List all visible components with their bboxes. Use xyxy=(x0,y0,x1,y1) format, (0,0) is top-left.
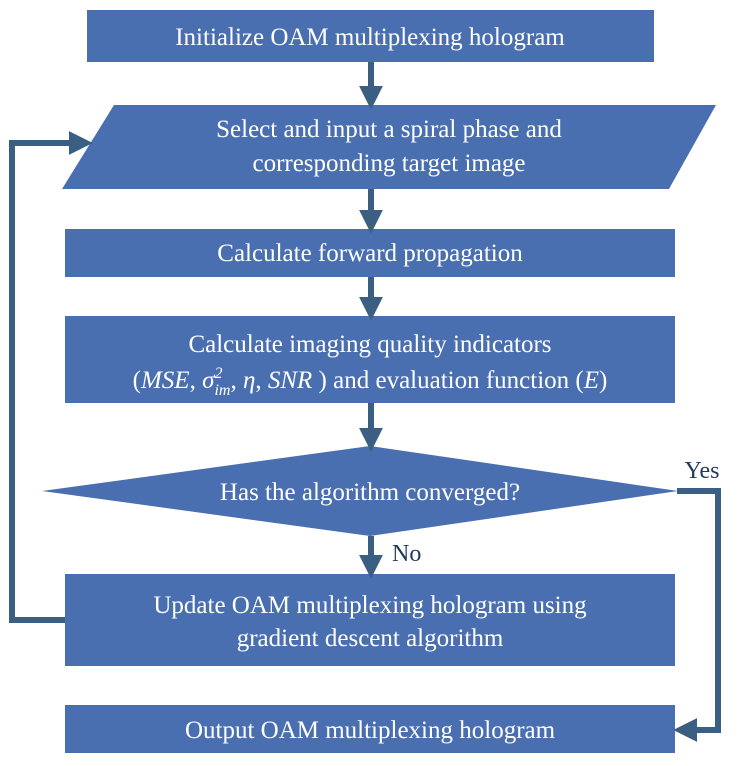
node-label: Output OAM multiplexing hologram xyxy=(185,717,556,744)
process-box xyxy=(65,316,675,403)
node-forward-propagation: Calculate forward propagation xyxy=(65,229,675,277)
text-segment: ) and evaluation function ( xyxy=(312,367,583,394)
node-initialize: Initialize OAM multiplexing hologram xyxy=(87,10,654,62)
input-parallelogram xyxy=(62,105,716,189)
node-label-line1: Update OAM multiplexing hologram using xyxy=(153,592,587,619)
node-label-line2: corresponding target image xyxy=(252,150,525,177)
process-box xyxy=(65,229,675,277)
node-label-line1: Calculate imaging quality indicators xyxy=(188,331,551,358)
node-label-line1: Select and input a spiral phase and xyxy=(216,116,562,143)
mse-symbol: MSE xyxy=(140,367,190,394)
sigma-superscript: 2 xyxy=(214,365,222,382)
separator: , xyxy=(190,367,203,394)
open-paren: ( xyxy=(133,367,141,394)
terminal-box xyxy=(65,705,675,753)
eta-symbol: η xyxy=(243,367,255,394)
node-label: Calculate forward propagation xyxy=(217,240,523,267)
snr-symbol: SNR xyxy=(268,367,312,394)
node-label: Initialize OAM multiplexing hologram xyxy=(175,24,565,51)
decision-label: Has the algorithm converged? xyxy=(220,479,520,506)
separator: , xyxy=(230,367,243,394)
decision-diamond xyxy=(42,446,678,536)
e-symbol: E xyxy=(583,367,599,394)
arrow-loop-back-to-select xyxy=(9,131,93,623)
no-label: No xyxy=(392,541,421,567)
separator: , xyxy=(255,367,268,394)
process-box xyxy=(87,10,654,62)
process-box xyxy=(65,574,675,666)
sigma-subscript: im xyxy=(214,382,230,399)
node-update: Update OAM multiplexing hologram using g… xyxy=(65,574,675,666)
node-label-line2: gradient descent algorithm xyxy=(237,625,504,652)
close-paren: ) xyxy=(599,367,607,394)
node-select-input: Select and input a spiral phase and corr… xyxy=(62,105,716,189)
node-decision: Has the algorithm converged? xyxy=(42,446,678,536)
arrow-yes-to-output xyxy=(673,488,721,742)
node-output: Output OAM multiplexing hologram xyxy=(65,705,675,753)
sigma-symbol: σ xyxy=(202,367,216,394)
node-quality-indicators: Calculate imaging quality indicators (MS… xyxy=(65,316,675,403)
yes-label: Yes xyxy=(685,458,720,484)
